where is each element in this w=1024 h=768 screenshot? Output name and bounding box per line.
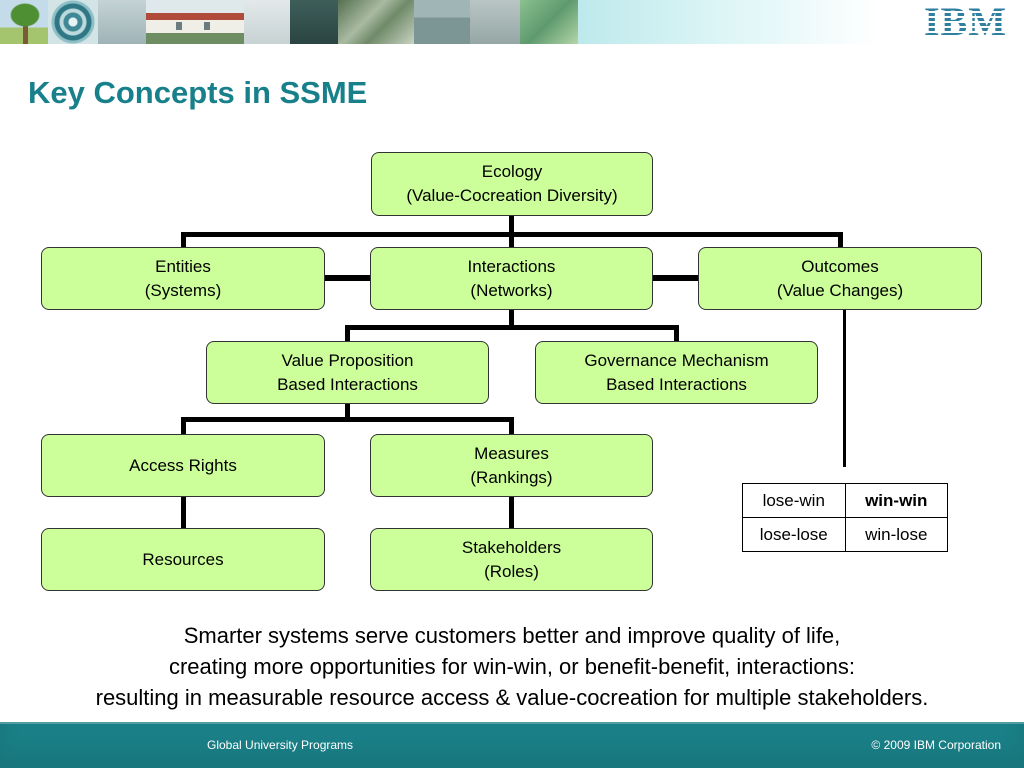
banner-photo-map [520,0,578,44]
caption-line-2: creating more opportunities for win-win,… [168,654,855,679]
connector-ecology-stem [509,216,514,233]
node-interactions-title: Interactions [467,256,556,276]
node-stakeholders-subtitle: (Roles) [484,561,539,581]
node-stakeholders-title: Stakeholders [461,537,562,557]
node-interactions: Interactions (Networks) [370,247,653,310]
footer-copyright: © 2009 IBM Corporation [871,738,1001,752]
banner-photo-building [146,0,244,44]
outcome-matrix-row: lose-lose win-lose [742,517,948,552]
node-ecology-title: Ecology [481,162,543,181]
connector-level1-outcomes [838,232,843,247]
node-access-rights: Access Rights [41,434,325,497]
matrix-cell-win-win: win-win [844,483,948,518]
node-measures: Measures (Rankings) [370,434,653,497]
banner-photo-5 [244,0,290,44]
banner-photo-tree [0,0,48,44]
footer-program-name: Global University Programs [207,738,354,752]
node-interactions-subtitle: (Networks) [470,280,553,300]
node-governance: Governance Mechanism Based Interactions [535,341,818,404]
outcome-matrix-row: lose-win win-win [742,483,948,518]
node-ecology-subtitle: (Value-Cocreation Diversity) [406,186,618,205]
node-value-proposition-subtitle: Based Interactions [277,374,418,394]
node-measures-title: Measures [474,443,549,463]
connector-interactions-stem [509,310,514,326]
node-ecology: Ecology (Value-Cocreation Diversity) [371,152,653,216]
connector-interactions-outcomes [653,275,698,281]
caption-line-3: resulting in measurable resource access … [95,685,929,710]
connector-level3-access-rights [181,417,186,434]
node-outcomes-title: Outcomes [801,256,879,276]
slide-title: Key Concepts in SSME [28,75,368,110]
connector-level1-interactions [509,232,514,247]
ibm-logo: IBM [924,0,1007,44]
node-entities-subtitle: (Systems) [144,280,222,300]
connector-measures-stakeholders [509,497,514,528]
connector-level2-governance [674,325,679,341]
matrix-cell-win-lose: win-lose [844,517,948,552]
outcome-matrix: lose-win win-win lose-lose win-lose [742,483,948,552]
connector-level3-measures [509,417,514,434]
connector-level3-bar [181,417,514,422]
slide-caption: Smarter systems serve customers better a… [0,620,1024,713]
node-stakeholders: Stakeholders (Roles) [370,528,653,591]
node-resources-title: Resources [142,549,224,569]
node-outcomes: Outcomes (Value Changes) [698,247,982,310]
node-measures-subtitle: (Rankings) [470,467,553,487]
banner-photo-8 [414,0,470,44]
connector-level2-value-proposition [345,325,350,341]
node-value-proposition-title: Value Proposition [281,350,414,370]
header-banner: IBM [0,0,1024,44]
connector-outcomes-matrix [843,310,846,467]
node-governance-title: Governance Mechanism [584,350,769,370]
node-entities: Entities (Systems) [41,247,325,310]
slide-footer: Global University Programs © 2009 IBM Co… [0,722,1024,768]
banner-photo-aerial [338,0,414,44]
node-governance-subtitle: Based Interactions [606,374,747,394]
banner-photo-9 [470,0,520,44]
matrix-cell-lose-lose: lose-lose [742,517,846,552]
matrix-cell-lose-win: lose-win [742,483,846,518]
node-access-rights-title: Access Rights [129,455,237,475]
node-entities-title: Entities [155,256,211,276]
connector-level2-bar [345,325,679,330]
node-outcomes-subtitle: (Value Changes) [776,280,904,300]
connector-access-resources [181,497,186,528]
connector-entities-interactions [325,275,370,281]
connector-level1-entities [181,232,186,247]
caption-line-1: Smarter systems serve customers better a… [183,623,841,648]
node-value-proposition: Value Proposition Based Interactions [206,341,489,404]
banner-photo-3 [98,0,146,44]
banner-photo-6 [290,0,338,44]
banner-photo-circle-diagram [48,0,98,44]
node-resources: Resources [41,528,325,591]
connector-value-proposition-stem [345,404,350,418]
